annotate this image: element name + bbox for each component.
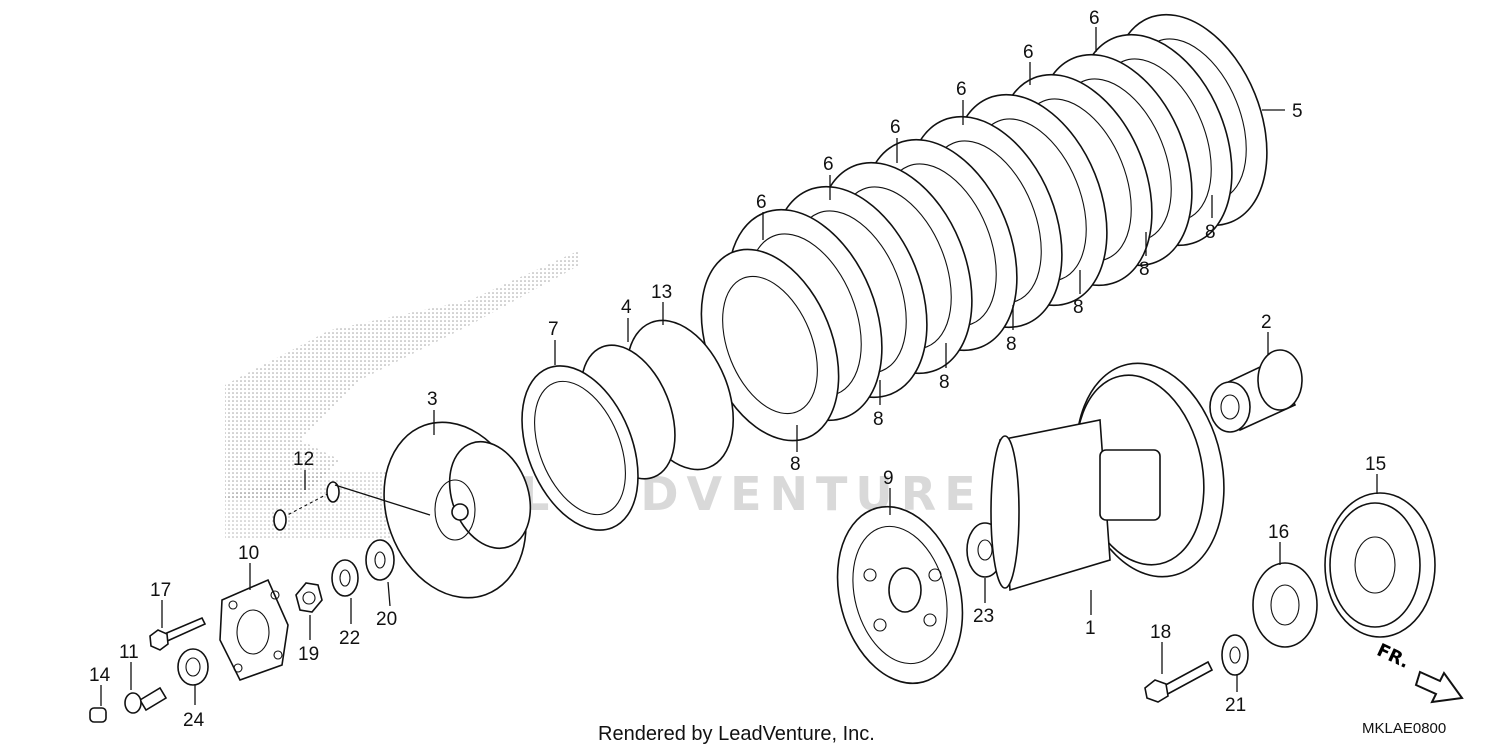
callout-23[interactable]: 23 — [973, 606, 994, 627]
callout-6[interactable]: 6 — [890, 117, 901, 138]
callout-15[interactable]: 15 — [1365, 454, 1386, 475]
callout-8[interactable]: 8 — [790, 454, 801, 475]
callout-2[interactable]: 2 — [1261, 312, 1272, 333]
callout-22[interactable]: 22 — [339, 628, 360, 649]
callout-6[interactable]: 6 — [823, 154, 834, 175]
part-11-pin[interactable] — [124, 686, 168, 714]
leader-lines — [100, 27, 1378, 706]
part-9-clutch-center[interactable] — [819, 493, 981, 698]
callout-6[interactable]: 6 — [1089, 8, 1100, 29]
front-direction-label: FR. — [1373, 640, 1412, 673]
diagram-code: MKLAE0800 — [1362, 720, 1446, 737]
callout-6[interactable]: 6 — [956, 79, 967, 100]
part-15-gear[interactable] — [1324, 492, 1436, 638]
callout-16[interactable]: 16 — [1268, 522, 1289, 543]
part-12-spring[interactable] — [273, 481, 340, 531]
callout-8[interactable]: 8 — [939, 372, 950, 393]
part-7-plate[interactable] — [500, 349, 661, 547]
callout-3[interactable]: 3 — [427, 389, 438, 410]
callout-17[interactable]: 17 — [150, 580, 171, 601]
rendered-by-footer: Rendered by LeadVenture, Inc. — [598, 723, 875, 745]
part-24-bearing[interactable] — [177, 648, 209, 686]
callout-8[interactable]: 8 — [1205, 222, 1216, 243]
callout-labels: 6 6 6 6 6 6 5 8 8 8 8 8 8 8 7 4 13 3 12 … — [89, 8, 1386, 731]
callout-8[interactable]: 8 — [1073, 297, 1084, 318]
callout-12[interactable]: 12 — [293, 449, 314, 470]
callout-21[interactable]: 21 — [1225, 695, 1246, 716]
part-19-nut[interactable] — [295, 582, 323, 613]
part-20-washer[interactable] — [365, 539, 395, 581]
callout-24[interactable]: 24 — [183, 710, 205, 731]
callout-8[interactable]: 8 — [1006, 334, 1017, 355]
part-14-pin[interactable] — [89, 707, 107, 723]
callout-9[interactable]: 9 — [883, 468, 894, 489]
callout-5[interactable]: 5 — [1292, 101, 1303, 122]
callout-7[interactable]: 7 — [548, 319, 559, 340]
callout-6[interactable]: 6 — [756, 192, 767, 213]
callout-10[interactable]: 10 — [238, 543, 259, 564]
callout-20[interactable]: 20 — [376, 609, 397, 630]
callout-13[interactable]: 13 — [651, 282, 672, 303]
callout-11[interactable]: 11 — [119, 642, 139, 663]
engine-cover-silhouette-lower — [225, 470, 410, 540]
part-22-washer[interactable] — [331, 559, 359, 597]
part-16-lock-washer[interactable] — [1252, 562, 1318, 648]
part-2-collar[interactable] — [1209, 349, 1303, 433]
part-21-washer[interactable] — [1221, 634, 1249, 676]
front-direction-arrow: FR. — [1373, 640, 1464, 704]
callout-14[interactable]: 14 — [89, 665, 111, 686]
engine-cover-silhouette — [225, 250, 580, 500]
part-10-bearing-holder[interactable] — [219, 578, 289, 681]
callout-18[interactable]: 18 — [1150, 622, 1171, 643]
part-17-bolt[interactable] — [149, 616, 207, 651]
callout-4[interactable]: 4 — [621, 297, 632, 318]
callout-8[interactable]: 8 — [873, 409, 884, 430]
part-3-pressure-plate[interactable] — [360, 402, 549, 618]
callout-1[interactable]: 1 — [1085, 618, 1096, 639]
callout-6[interactable]: 6 — [1023, 42, 1034, 63]
callout-8[interactable]: 8 — [1139, 259, 1150, 280]
clutch-plate-stack — [700, 13, 1268, 442]
part-18-bolt[interactable] — [1144, 660, 1214, 703]
callout-19[interactable]: 19 — [298, 644, 319, 665]
part-1-clutch-outer[interactable] — [990, 349, 1243, 592]
